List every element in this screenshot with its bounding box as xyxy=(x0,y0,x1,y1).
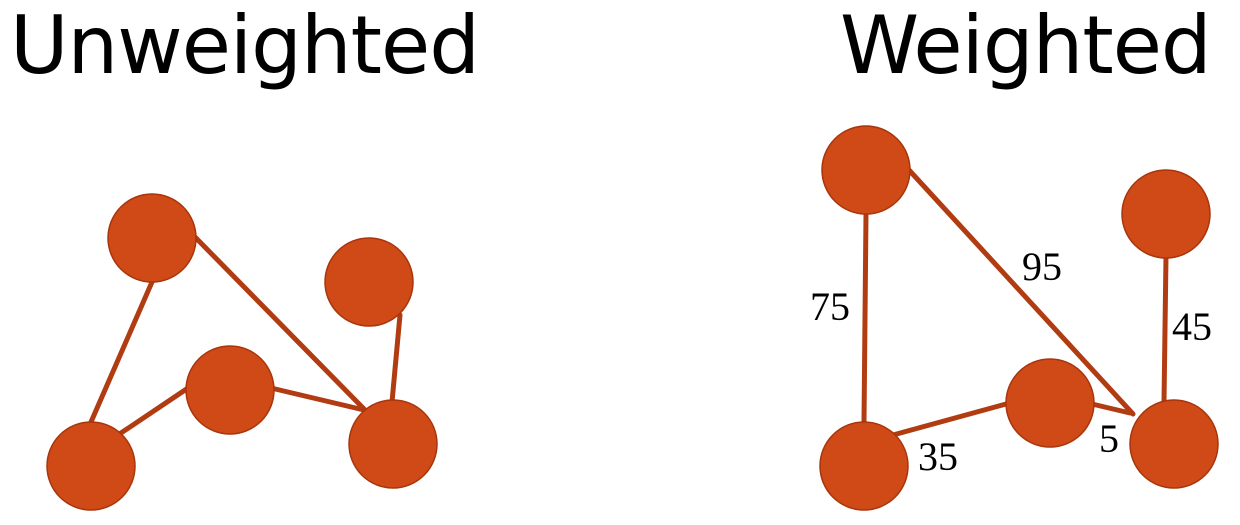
node-d xyxy=(46,421,136,511)
edge-d-c xyxy=(890,401,1009,438)
node-a xyxy=(821,125,911,215)
node-b xyxy=(1121,169,1211,259)
node-c xyxy=(185,345,275,435)
edge-weight-a-e: 95 xyxy=(1022,244,1062,289)
node-e xyxy=(1129,399,1219,489)
unweighted-graph xyxy=(46,193,438,511)
edge-weight-c-e: 5 xyxy=(1099,416,1119,461)
edge-d-c xyxy=(115,385,191,438)
edge-b-e xyxy=(1161,253,1169,405)
unweighted-title: Unweighted xyxy=(10,0,480,92)
node-d xyxy=(819,421,909,511)
node-c xyxy=(1005,358,1095,448)
edge-c-e xyxy=(268,385,367,413)
edge-a-d xyxy=(861,211,869,425)
weighted-graph: 75 95 45 35 5 xyxy=(810,125,1219,511)
edge-a-e xyxy=(192,234,368,413)
edge-weight-b-e: 45 xyxy=(1172,304,1212,349)
node-b xyxy=(324,237,414,327)
edge-weight-a-d: 75 xyxy=(810,284,850,329)
weighted-title: Weighted xyxy=(840,0,1212,92)
edge-a-e xyxy=(906,167,1136,417)
edge-b-e xyxy=(389,312,403,405)
edge-c-e xyxy=(1089,401,1133,416)
node-a xyxy=(107,193,197,283)
edge-a-d xyxy=(88,279,155,425)
edge-weight-d-c: 35 xyxy=(918,434,958,479)
node-e xyxy=(348,399,438,489)
